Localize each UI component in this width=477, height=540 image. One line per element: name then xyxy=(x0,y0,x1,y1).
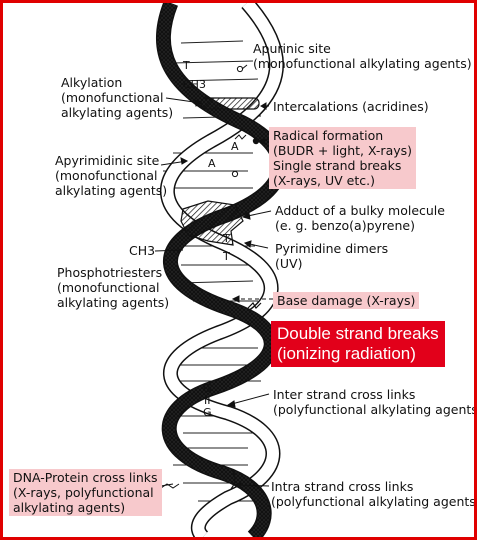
label-double-strand-breaks: Double strand breaks (ionizing radiation… xyxy=(271,321,445,367)
label-intercalations: Intercalations (acridines) xyxy=(273,99,429,114)
label-bulky-adduct: Adduct of a bulky molecule (e. g. benzo(… xyxy=(275,203,445,233)
helix-mark-a-upper: A xyxy=(231,140,239,153)
helix-mark-cross-link: II xyxy=(204,394,211,407)
label-pyrimidine-dimers: Pyrimidine dimers (UV) xyxy=(275,241,389,271)
intercalation-bar xyxy=(200,97,260,110)
strand-break-marker xyxy=(234,134,247,140)
helix-mark-t-mid1: T xyxy=(223,232,230,245)
label-intra-strand-cross-links: Intra strand cross links (polyfunctional… xyxy=(271,479,477,509)
helix-mark-ch3-top: CH3 xyxy=(183,78,206,91)
dna-helix-illustration xyxy=(154,3,288,537)
label-ch3-left: CH3 xyxy=(129,243,156,258)
apyrimidinic-site-marker xyxy=(231,170,239,178)
label-inter-strand-cross-links: Inter strand cross links (polyfunctional… xyxy=(273,387,477,417)
leader-lines xyxy=(154,64,273,489)
helix-mark-t-top: T xyxy=(183,59,190,72)
label-apyrimidinic-site: Apyrimidinic site (monofunctional alkyla… xyxy=(55,153,168,198)
helix-mark-g-top: G xyxy=(203,382,212,395)
label-base-damage: Base damage (X-rays) xyxy=(273,292,420,309)
helix-mark-a-lower: A xyxy=(208,157,216,170)
label-apurinic-site: Apurinic site (monofunctional alkylating… xyxy=(253,41,472,71)
intra-strand-link-marker xyxy=(230,468,236,490)
label-alkylation: Alkylation (monofunctional alkylating ag… xyxy=(61,75,174,120)
helix-mark-t-mid2: T xyxy=(223,250,230,263)
helix-mark-g-bottom: G xyxy=(203,406,212,419)
label-radical-formation: Radical formation (BUDR + light, X-rays)… xyxy=(269,127,417,189)
radical-marker xyxy=(252,137,260,145)
double-strand-break-marker xyxy=(247,302,262,309)
apurinic-site-marker xyxy=(236,65,244,73)
bulky-adduct-shape xyxy=(180,200,244,246)
label-phosphotriesters: Phosphotriesters (monofunctional alkylat… xyxy=(57,265,170,310)
label-dna-protein-cross-links: DNA-Protein cross links (X-rays, polyfun… xyxy=(9,469,162,516)
